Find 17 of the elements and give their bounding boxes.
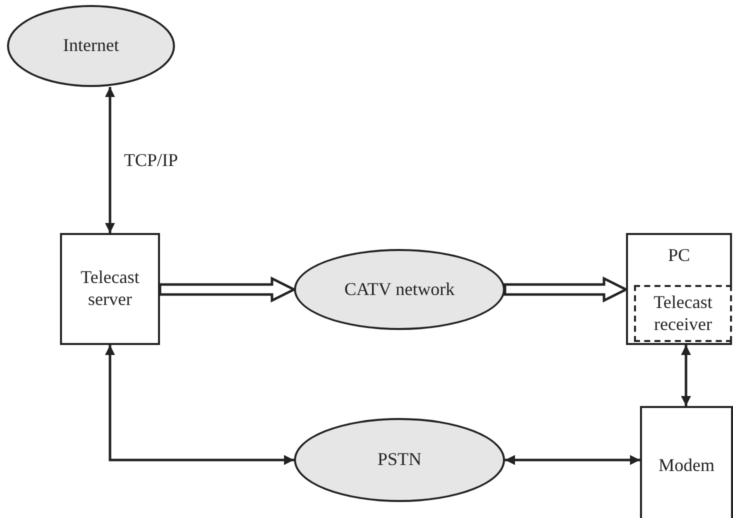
node-label: Telecast server [80,267,140,311]
device-box [640,406,733,518]
node-label: PC [668,245,690,267]
hollow-arrow [158,276,297,303]
arrow [505,455,640,465]
device-box [626,233,732,345]
hollow-arrow [504,276,629,303]
node-label: Modem [658,455,714,477]
node-label: Internet [63,35,119,57]
node-label: PSTN [377,449,422,471]
arrow [105,345,294,465]
arrow [105,87,115,233]
arrow [681,345,691,406]
node-label: CATV network [344,278,455,300]
software-box [634,285,732,342]
node-label: Telecast receiver [652,292,714,336]
device-box [60,233,160,345]
